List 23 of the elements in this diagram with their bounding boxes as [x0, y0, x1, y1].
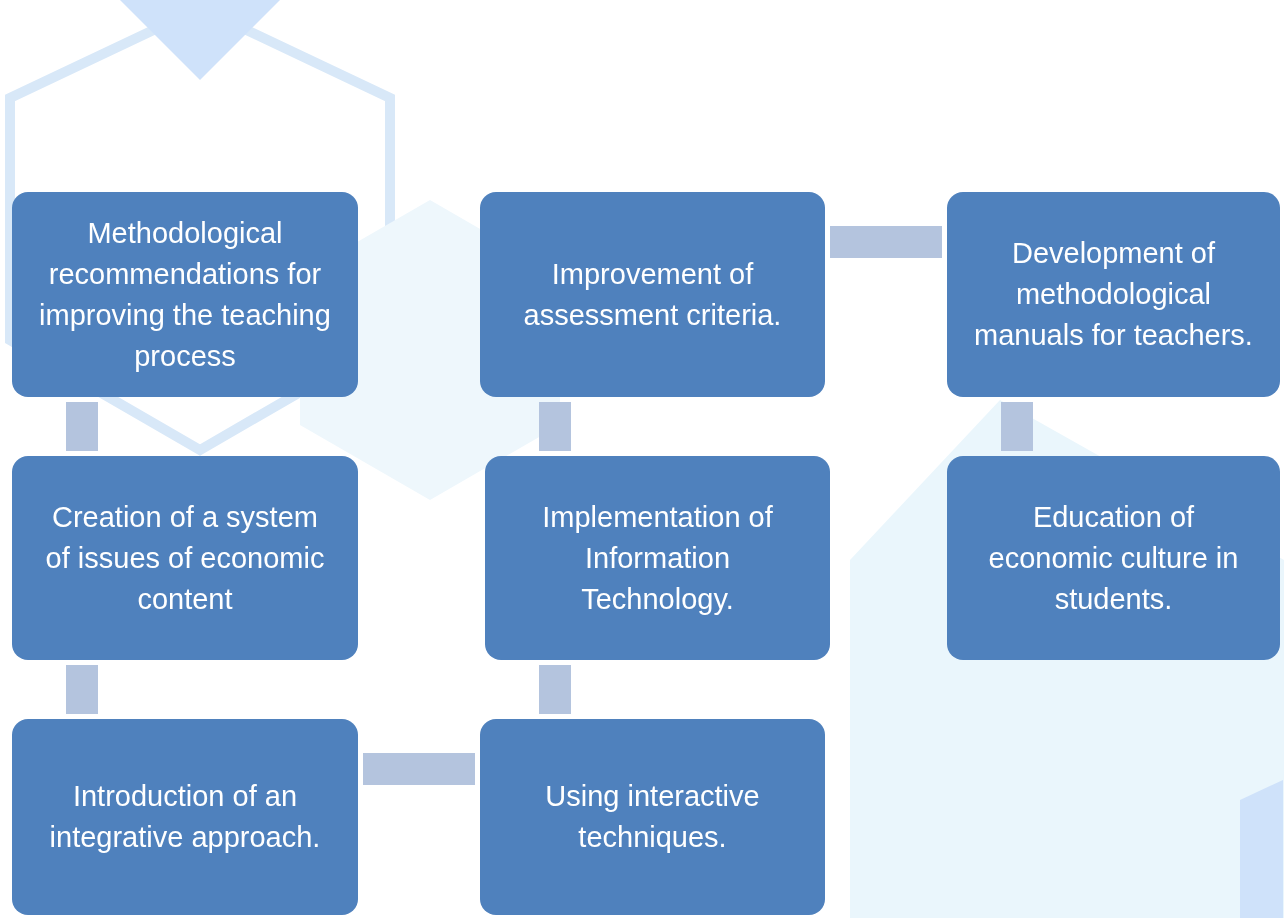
- box-text: Implementation of Information Technology.: [541, 499, 774, 617]
- box-text: Improvement of assessment criteria.: [522, 256, 783, 333]
- process-box: [12, 719, 358, 915]
- connector-bar: [1001, 402, 1033, 451]
- box-text: Using interactive techniques.: [544, 779, 761, 855]
- process-box: [947, 456, 1280, 660]
- process-box: [12, 192, 358, 397]
- box-text: Methodological recommendations for improving the teaching process: [38, 215, 332, 374]
- process-box: [947, 192, 1280, 397]
- process-box: [480, 719, 825, 915]
- process-box: [485, 456, 830, 660]
- connector-bar: [66, 402, 98, 451]
- process-box: [480, 192, 825, 397]
- box-text: Creation of a system of issues of economic content: [44, 499, 326, 617]
- connector-bar: [539, 402, 571, 451]
- connector-bar: [363, 753, 475, 785]
- connector-bar: [830, 226, 942, 258]
- process-box: [12, 456, 358, 660]
- box-text: Introduction of an integrative approach.: [48, 779, 322, 855]
- connector-bar: [539, 665, 571, 714]
- connector-bar: [66, 665, 98, 714]
- box-text: Education of economic culture in students.: [987, 499, 1240, 617]
- box-text: Development of methodological manuals for teachers.: [973, 236, 1254, 353]
